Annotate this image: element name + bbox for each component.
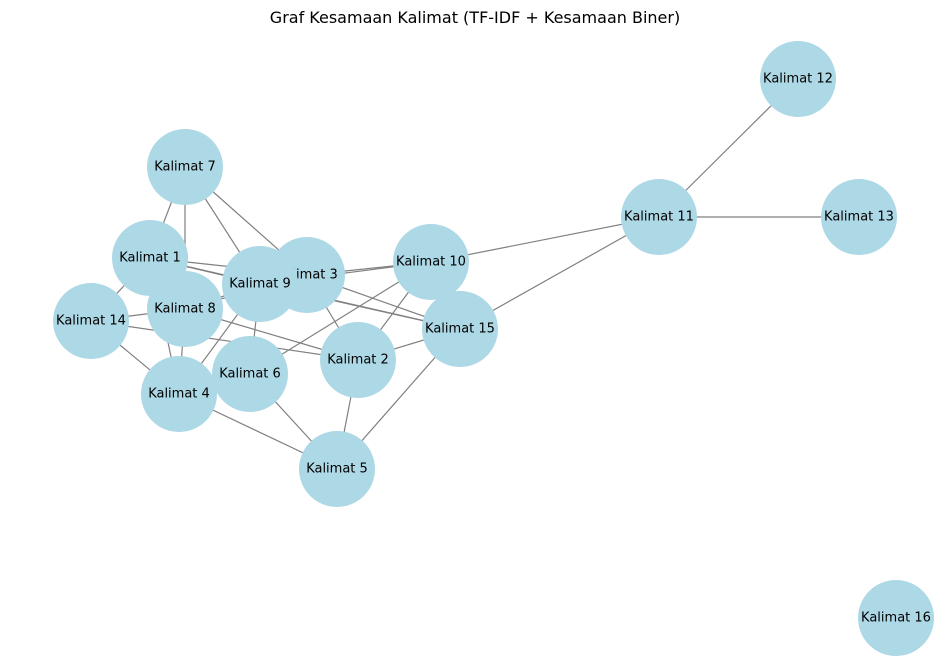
- edge-11-10: [430, 216, 660, 263]
- node-circle-12: [760, 41, 836, 117]
- node-circle-8: [147, 271, 223, 347]
- node-circle-15: [422, 291, 498, 367]
- node-label-13: Kalimat 13: [824, 210, 894, 225]
- node-15: Kalimat 15: [422, 291, 498, 367]
- node-circle-13: [821, 179, 897, 255]
- node-label-10: Kalimat 10: [396, 255, 466, 270]
- node-13: Kalimat 13: [821, 179, 897, 255]
- node-label-11: Kalimat 11: [624, 210, 694, 225]
- node-label-4: Kalimat 4: [148, 387, 210, 402]
- node-8: Kalimat 8: [147, 271, 223, 347]
- node-circle-11: [621, 179, 697, 255]
- node-9: Kalimat 9: [222, 246, 298, 322]
- node-5: Kalimat 5: [299, 431, 375, 507]
- node-circle-7: [147, 129, 223, 205]
- node-11: Kalimat 11: [621, 179, 697, 255]
- graph-title: Graf Kesamaan Kalimat (TF-IDF + Kesamaan…: [269, 8, 681, 27]
- node-label-16: Kalimat 16: [861, 611, 931, 626]
- node-label-15: Kalimat 15: [425, 322, 495, 337]
- edge-11-15: [459, 216, 660, 330]
- node-label-7: Kalimat 7: [154, 160, 216, 175]
- node-2: Kalimat 2: [320, 322, 396, 398]
- node-label-2: Kalimat 2: [327, 353, 389, 368]
- node-label-9: Kalimat 9: [229, 277, 291, 292]
- node-12: Kalimat 12: [760, 41, 836, 117]
- node-label-8: Kalimat 8: [154, 302, 216, 317]
- node-circle-16: [858, 580, 934, 656]
- node-circle-6: [212, 336, 288, 412]
- node-circle-14: [53, 283, 129, 359]
- node-4: Kalimat 4: [141, 356, 217, 432]
- edge-14-2: [90, 320, 359, 361]
- node-6: Kalimat 6: [212, 336, 288, 412]
- node-circle-10: [393, 224, 469, 300]
- node-circle-4: [141, 356, 217, 432]
- node-7: Kalimat 7: [147, 129, 223, 205]
- node-label-5: Kalimat 5: [306, 462, 368, 477]
- node-label-12: Kalimat 12: [763, 72, 833, 87]
- node-label-1: Kalimat 1: [119, 251, 181, 266]
- node-circle-5: [299, 431, 375, 507]
- node-circle-2: [320, 322, 396, 398]
- node-label-6: Kalimat 6: [219, 367, 281, 382]
- node-circle-9: [222, 246, 298, 322]
- node-16: Kalimat 16: [858, 580, 934, 656]
- node-label-14: Kalimat 14: [56, 314, 126, 329]
- node-10: Kalimat 10: [393, 224, 469, 300]
- node-14: Kalimat 14: [53, 283, 129, 359]
